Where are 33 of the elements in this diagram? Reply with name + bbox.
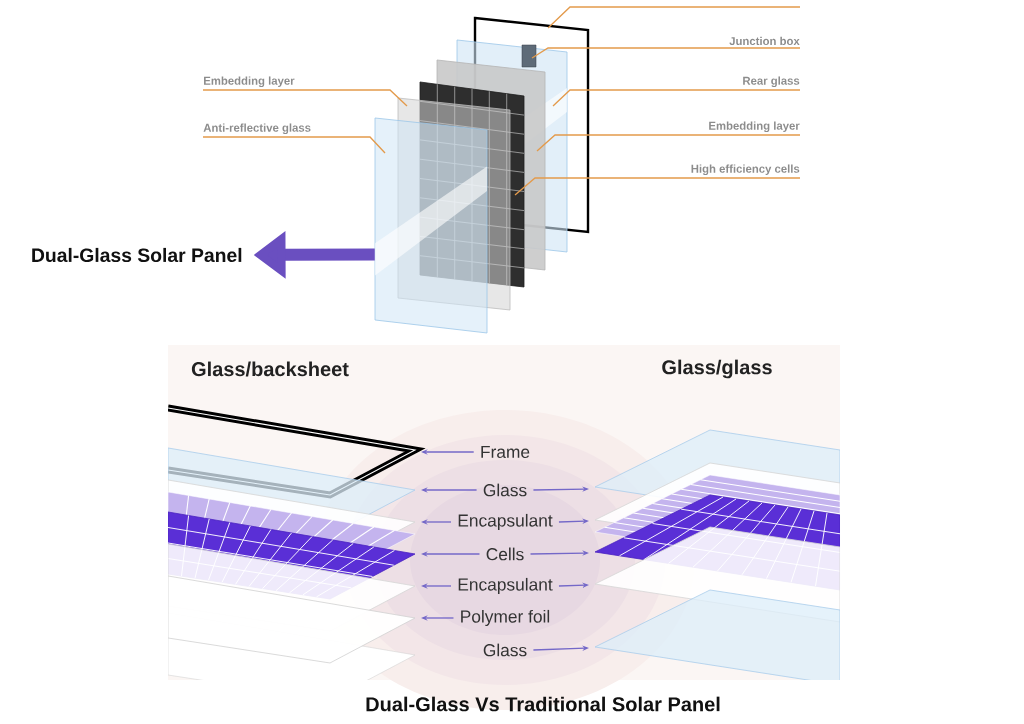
callout-label: Anti-reflective glass — [203, 123, 311, 135]
callout-label: Embedding layer — [709, 121, 800, 133]
polymer-foil-sheet — [168, 575, 416, 664]
leader-line — [552, 89, 801, 107]
arrow — [532, 645, 589, 651]
layer-label: Encapsulant — [458, 513, 553, 531]
solar-cell-layer — [419, 81, 525, 288]
layer-label: Frame — [481, 445, 530, 459]
arrow — [558, 518, 589, 524]
leader-line — [531, 47, 801, 59]
embedding-layer — [397, 97, 511, 311]
glass-sheet — [594, 589, 840, 680]
leader-line — [202, 136, 386, 154]
glass-pane — [374, 117, 488, 334]
column-heading: Glass/glass — [662, 359, 772, 379]
layer-label: Glass — [483, 483, 527, 497]
callout-label: Rear glass — [743, 76, 800, 88]
leader-line — [514, 177, 801, 196]
layer-label: Polymer foil — [461, 609, 550, 627]
layer-label: Glass — [483, 643, 527, 657]
panel-heading: Dual-Glass Solar Panel — [32, 247, 242, 263]
leader-line — [536, 134, 801, 152]
layer-label: Cells — [486, 547, 524, 561]
junction-box — [521, 44, 537, 68]
arrow — [558, 582, 589, 588]
leader-line — [202, 89, 408, 107]
callout-label: Embedding layer — [204, 76, 295, 88]
column-heading: Glass/backsheet — [191, 361, 349, 377]
layer-label: Encapsulant — [458, 577, 553, 595]
leader-line — [547, 6, 801, 29]
caption: Dual-Glass Vs Traditional Solar Panel — [366, 696, 720, 712]
callout-label: Junction box — [729, 36, 800, 46]
callout-label: High efficiency cells — [691, 164, 800, 176]
